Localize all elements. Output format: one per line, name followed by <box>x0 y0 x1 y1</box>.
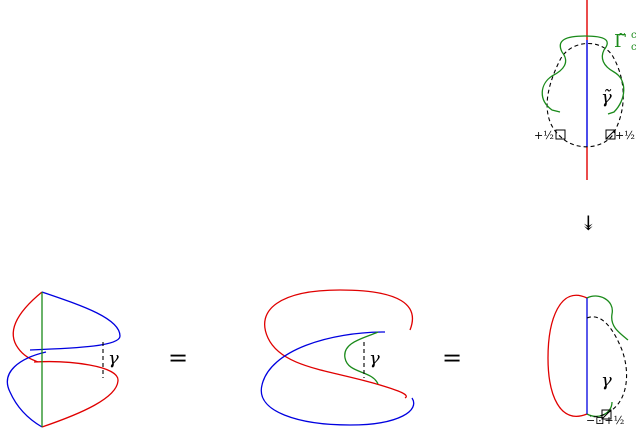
top-green-curve <box>541 35 625 115</box>
bl-red-lower <box>33 360 119 428</box>
top-left-marker: +½ <box>534 129 554 142</box>
bm-blue-loop <box>260 331 415 426</box>
bottom-left-figure: γ <box>6 291 121 428</box>
equals-sign-2: = <box>442 344 462 372</box>
top-green-label-sub: c <box>631 42 637 53</box>
top-dashed-curve <box>546 42 624 148</box>
br-gamma: γ <box>601 370 612 391</box>
bm-red-loop <box>264 289 414 399</box>
top-right-box-diag <box>605 129 616 140</box>
down-arrow: ↡ <box>580 211 597 235</box>
top-dashed-label: γ̃ <box>601 87 612 108</box>
bl-gamma: γ <box>108 348 119 369</box>
top-green-label: Γ̃ <box>614 31 627 52</box>
br-box-diag <box>601 409 612 420</box>
top-left-box <box>555 129 566 140</box>
top-right-marker: +½ <box>615 129 635 142</box>
bottom-right-figure: γ −⊡+½ <box>547 294 629 427</box>
bl-blue-lower <box>6 351 47 428</box>
bottom-middle-figure: γ <box>260 289 415 426</box>
bm-green-curve <box>344 331 379 385</box>
bm-gamma: γ <box>369 348 380 369</box>
top-figure: Γ̃ c c γ̃ +½ +½ <box>534 0 637 180</box>
equals-sign-1: = <box>168 344 188 372</box>
br-marker: −⊡+½ <box>586 414 624 427</box>
bl-blue-upper <box>29 291 121 351</box>
br-red-loop <box>547 294 588 417</box>
br-box <box>601 409 612 420</box>
br-dashed-curve <box>586 316 628 418</box>
bl-red-upper <box>12 291 43 363</box>
top-right-box <box>605 129 616 140</box>
top-green-label-sup: c <box>631 30 637 41</box>
